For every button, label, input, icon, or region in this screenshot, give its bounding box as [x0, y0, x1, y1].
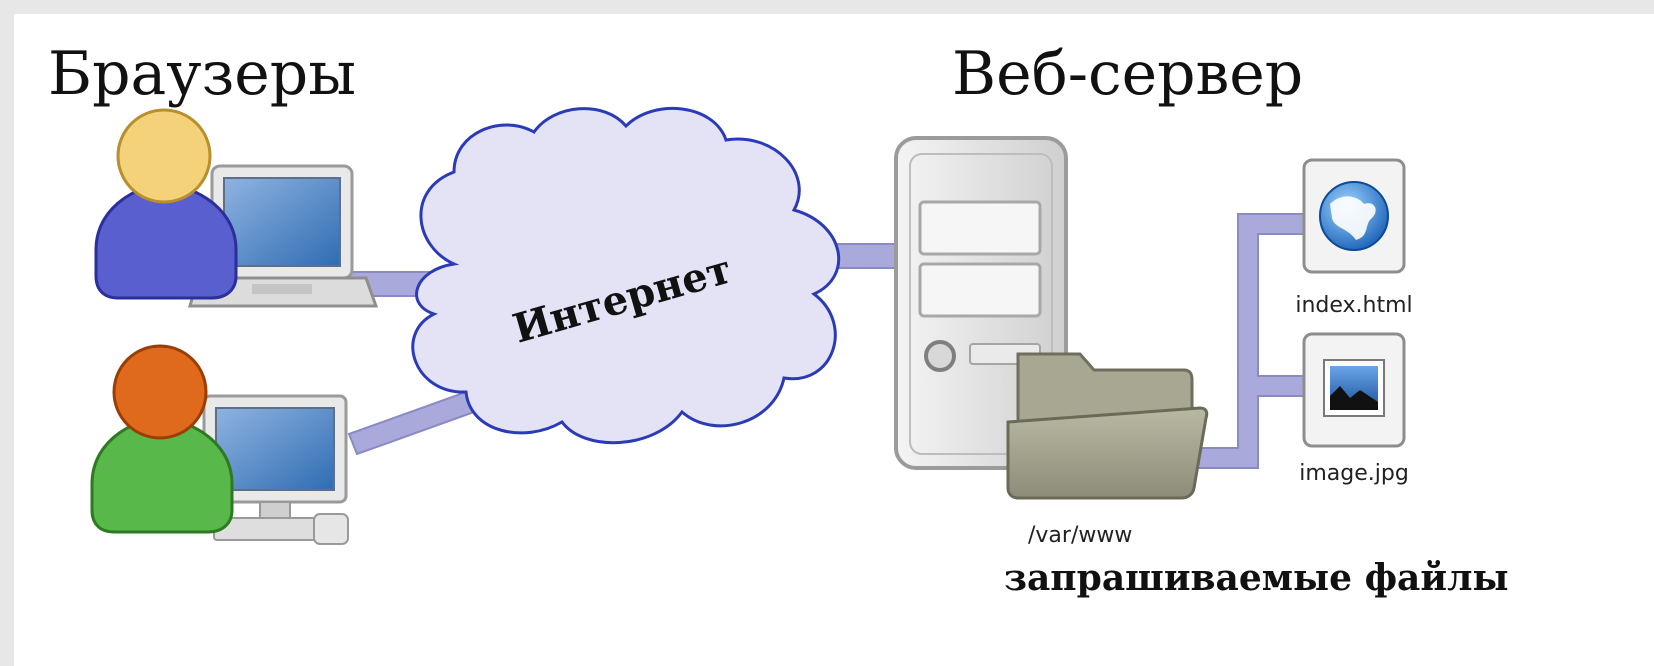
- file-index-label: index.html: [1295, 293, 1412, 318]
- internet-cloud-icon: Интернет: [411, 106, 841, 445]
- folder-icon: [1006, 352, 1209, 500]
- browser-user-laptop: [94, 108, 379, 308]
- file-image-jpg: [1302, 332, 1406, 448]
- user-icon-green: [90, 344, 234, 534]
- browser-user-desktop: [90, 344, 349, 545]
- user-icon-blue: [94, 108, 238, 300]
- connector-desktop-cloud: [347, 390, 476, 456]
- file-image-label: image.jpg: [1299, 461, 1409, 486]
- picture-icon: [1323, 359, 1385, 417]
- web-server-diagram: Браузеры Веб-сервер: [48, 39, 1509, 599]
- requested-files-label: запрашиваемые файлы: [1004, 557, 1509, 599]
- diagram-canvas: Браузеры Веб-сервер: [14, 14, 1654, 666]
- server-title: Веб-сервер: [952, 39, 1303, 109]
- desktop-computer-icon: [202, 394, 349, 545]
- file-index-html: [1302, 158, 1406, 274]
- connector-folder-files: [1193, 213, 1315, 469]
- globe-icon: [1319, 181, 1389, 251]
- network-connectors: [343, 213, 1315, 469]
- folder-path-label: /var/www: [1028, 523, 1132, 548]
- browsers-title: Браузеры: [48, 39, 356, 109]
